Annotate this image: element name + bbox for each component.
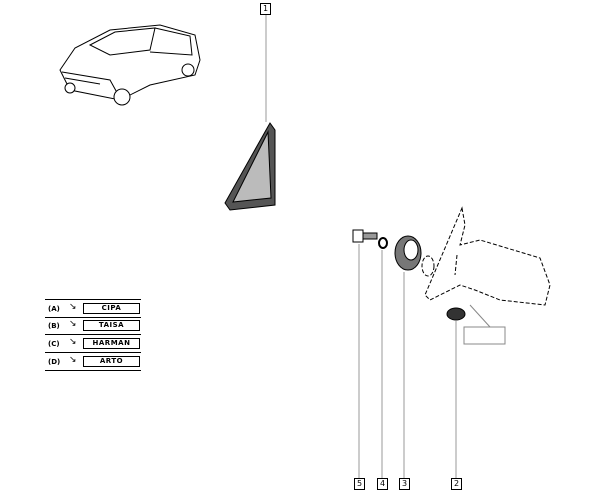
legend-row-b: (B) ↘ TAISA (45, 317, 141, 335)
legend-row-d: (D) ↘ ARTO (45, 353, 141, 371)
legend-row-a: (A) ↘ CIPA (45, 299, 141, 318)
wrench-diagonal-icon: ↘ (69, 302, 77, 312)
part-4-washer (378, 237, 388, 249)
callout-4[interactable]: 4 (377, 478, 388, 490)
part-mirror-assembly (421, 206, 551, 306)
part-2-cap (446, 307, 466, 321)
wrench-diagonal-icon: ↘ (69, 319, 77, 329)
part-3-seal-ring (394, 235, 422, 271)
callout-1[interactable]: 1 (260, 3, 271, 15)
legend-row-c: (C) ↘ HARMAN (45, 335, 141, 353)
callout-5[interactable]: 5 (354, 478, 365, 490)
legend-supplier: TAISA (83, 320, 140, 331)
legend-supplier: CIPA (83, 303, 140, 314)
car-illustration (59, 24, 201, 106)
legend-code: (C) (48, 340, 60, 348)
legend-code: (A) (48, 305, 60, 313)
blank-label-box (463, 326, 506, 345)
callout-2[interactable]: 2 (451, 478, 462, 490)
part-5-bolt (352, 229, 378, 243)
wrench-diagonal-icon: ↘ (69, 355, 77, 365)
callout-3[interactable]: 3 (399, 478, 410, 490)
legend-code: (D) (48, 358, 61, 366)
legend-supplier: HARMAN (83, 338, 140, 349)
legend-supplier: ARTO (83, 356, 140, 367)
wrench-diagonal-icon: ↘ (69, 337, 77, 347)
part-1-corner-trim (224, 122, 276, 211)
legend-code: (B) (48, 322, 60, 330)
leader-lines (265, 14, 457, 478)
